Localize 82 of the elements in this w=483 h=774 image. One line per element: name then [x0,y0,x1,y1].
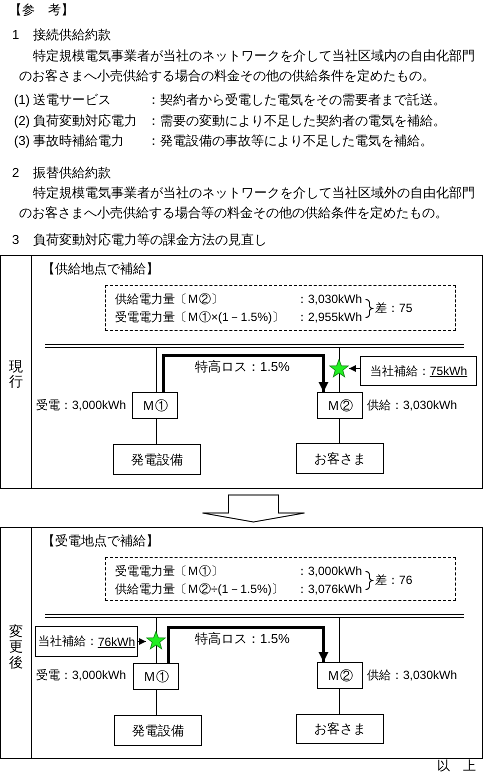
comparison-panel [0,255,483,489]
difference-label: 差：76 [375,572,412,588]
section-heading: 接続供給約款 [33,26,111,44]
arrow [162,354,328,392]
box-label: 発電設備 [131,450,183,468]
callout-box [35,626,138,657]
paragraph: 特定規模電気事業者が当社のネットワークを介して当社区域内の自由化部門のお客さまへ小売供給する場合の料金その他の供給条件を定めたもの。 [19,47,476,85]
item-description: ：需要の変動により不足した契約者の電気を補給。 [147,112,446,130]
arrow [167,626,328,663]
calculation-box [105,285,456,331]
underlined-value: 75kWh [430,364,468,378]
section-heading: 負荷変動対応電力等の課金方法の見直し [33,231,267,249]
item-term: 送電サービス [33,91,111,109]
meter-reading: 受電：3,000kWh [36,667,126,683]
connector-line [339,348,340,392]
block-arrow [202,494,305,522]
value-label: ：2,955kWh [296,309,362,325]
star-icon [329,359,349,378]
box-label: Ｍ① [142,396,168,414]
meter-reading: 供給：3,030kWh [367,397,458,413]
reference-heading: 【参 考】 [9,1,74,19]
connector-line [156,348,157,392]
comparison-panel [0,527,483,759]
box-label: Ｍ② [327,396,353,414]
formula-label: 受電電力量〔Ｍ①〕 [115,563,223,579]
panel-heading: 【供給地点で補給】 [42,260,159,278]
box-label: Ｍ① [143,668,169,686]
meter-box [317,392,363,419]
box-label: Ｍ② [327,666,353,684]
item-number: (3) [14,132,30,150]
connector-line [339,618,340,662]
row-header: 現行 [9,359,23,390]
panel-heading: 【受電地点で補給】 [42,532,159,550]
box-label: 発電設備 [132,722,184,740]
item-term: 事故時補給電力 [33,132,124,150]
arrow [138,638,146,645]
generator-box [113,444,201,475]
meter-box [133,663,179,690]
arrow [348,365,360,372]
closing-note: 以 上 [437,759,476,773]
box-label: 当社補給： [38,633,98,650]
section-number: 2 [12,164,20,182]
connector-line [339,688,340,714]
connector-line [156,418,157,444]
value-label: ：3,030kWh [296,291,362,307]
formula-label: 供給電力量〔Ｍ②÷(1－1.5%)〕 [115,581,284,597]
box-label: お客さま [314,720,366,738]
meter-box [317,662,363,689]
customer-box [296,443,384,474]
value-label: ：3,000kWh [296,563,362,579]
connector-line [156,618,157,664]
section-number: 3 [12,231,20,249]
meter-box [132,392,178,419]
calculation-box [105,557,456,601]
meter-reading: 受電：3,000kWh [36,397,126,413]
section-heading: 振替供給約款 [33,164,111,182]
meter-reading: 供給：3,030kWh [367,667,458,683]
callout-box [360,356,477,386]
formula-label: 供給電力量〔Ｍ②〕 [115,291,223,307]
busbar [45,344,464,348]
customer-box [296,714,384,744]
difference-label: 差：75 [375,300,412,316]
edge-label: 特高ロス：1.5% [194,631,291,646]
row-header: 変更後 [9,624,23,670]
connector-line [339,418,340,444]
item-number: (2) [14,112,30,130]
connector-line [156,690,157,716]
item-term: 負荷変動対応電力 [33,112,137,130]
box-label: お客さま [314,450,366,468]
section-number: 1 [12,26,20,44]
box-label: 当社補給： [370,362,430,380]
item-description: ：契約者から受電した電気をその需要者まで託送。 [147,91,446,109]
underlined-value: 76kWh [98,634,136,648]
formula-label: 受電電力量〔Ｍ①×(1－1.5%)〕 [115,309,284,325]
busbar [45,614,464,618]
paragraph: 特定規模電気事業者が当社のネットワークを介して当社区域外の自由化部門のお客さまへ小売供給する場合等の料金その他の供給条件を定めたもの。 [19,184,476,222]
star-icon [146,631,166,650]
item-number: (1) [14,91,30,109]
edge-label: 特高ロス：1.5% [194,359,291,374]
value-label: ：3,076kWh [296,581,362,597]
generator-box [114,715,202,746]
item-description: ：発電設備の事故等により不足した電気を補給。 [147,132,433,150]
